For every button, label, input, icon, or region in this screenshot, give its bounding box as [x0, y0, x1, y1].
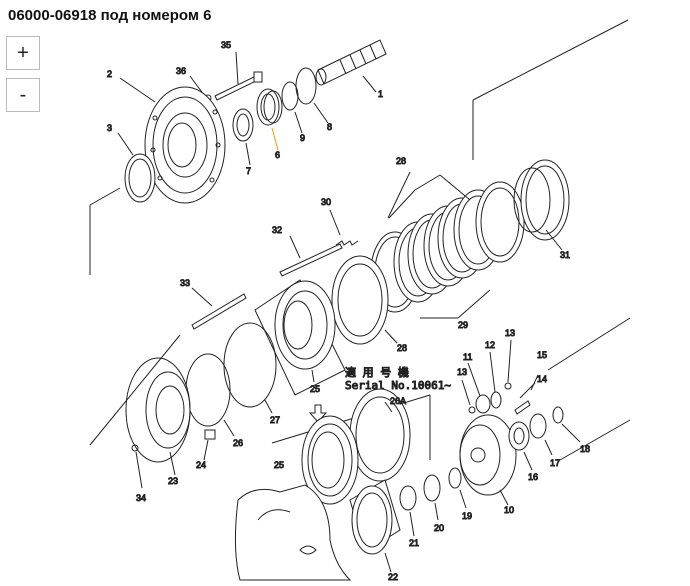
part-35-bolt[interactable] [214, 51, 263, 101]
label-8[interactable]: 8 [327, 122, 333, 133]
part-28-29-clutch-pack[interactable] [370, 171, 525, 319]
part-1-shaft[interactable] [315, 39, 387, 93]
zoom-in-button[interactable]: + [6, 36, 40, 70]
zoom-out-button[interactable]: - [6, 78, 40, 112]
part-13-washer-b[interactable] [504, 339, 512, 390]
label-25[interactable]: 25 [310, 384, 321, 395]
part-17-ring[interactable] [529, 413, 553, 456]
part-7-bearing[interactable] [232, 108, 254, 166]
label-28[interactable]: 28 [396, 156, 407, 167]
part-9-snap-ring[interactable] [281, 81, 303, 134]
part-number-labels: 1 2 3 6 7 8 9 10 11 12 13 13 14 15 16 17… [107, 40, 591, 583]
label-35[interactable]: 35 [221, 40, 232, 51]
part-15-pin[interactable] [530, 374, 539, 391]
part-25-piston[interactable] [254, 279, 346, 396]
serial-note-line2: Serial No.10061∼ [345, 379, 451, 392]
part-32-pin[interactable] [279, 235, 343, 277]
label-27[interactable]: 27 [270, 415, 281, 426]
part-25-lower-piston[interactable] [301, 415, 359, 505]
part-6-bearing[interactable] [256, 88, 283, 151]
label-16[interactable]: 16 [528, 472, 539, 483]
label-17[interactable]: 17 [550, 458, 561, 469]
part-19-ring[interactable] [448, 467, 467, 509]
part-13-washer[interactable] [461, 379, 476, 414]
label-6[interactable]: 6 [275, 150, 281, 161]
part-20-bearing[interactable] [423, 474, 441, 521]
part-28-plate[interactable] [331, 255, 398, 345]
label-9[interactable]: 9 [300, 133, 306, 144]
part-3-gasket[interactable] [117, 132, 156, 203]
part-12-shaft[interactable] [489, 351, 502, 409]
part-23-housing[interactable] [125, 357, 191, 476]
label-18[interactable]: 18 [580, 444, 591, 455]
part-30-spring[interactable] [329, 209, 359, 246]
label-13[interactable]: 13 [457, 367, 468, 378]
part-21-bearing[interactable] [399, 485, 417, 537]
label-2[interactable]: 2 [107, 69, 113, 80]
label-10[interactable]: 10 [504, 505, 515, 516]
page-title: 06000-06918 под номером 6 [8, 7, 212, 24]
label-32[interactable]: 32 [272, 225, 283, 236]
part-26A-plate[interactable] [349, 388, 411, 482]
label-12[interactable]: 12 [485, 340, 496, 351]
label-29[interactable]: 29 [458, 320, 469, 331]
label-20[interactable]: 20 [434, 523, 445, 534]
part-10-carrier[interactable] [459, 414, 517, 506]
label-23[interactable]: 23 [168, 476, 179, 487]
label-19[interactable]: 19 [462, 511, 473, 522]
part-22-drum[interactable] [349, 479, 401, 573]
part-34-bolt[interactable] [131, 444, 143, 489]
label-11[interactable]: 11 [463, 352, 473, 363]
label-25b[interactable]: 25 [274, 460, 285, 471]
label-26[interactable]: 26 [233, 438, 244, 449]
label-33[interactable]: 33 [180, 278, 191, 289]
label-30[interactable]: 30 [321, 197, 332, 208]
part-24-plug[interactable] [203, 429, 216, 461]
part-11-gear[interactable] [467, 362, 491, 414]
label-26A[interactable]: 26A [390, 396, 407, 407]
part-18-ring[interactable] [552, 406, 581, 443]
part-2-cover[interactable] [119, 77, 226, 204]
label-7[interactable]: 7 [246, 166, 252, 177]
part-8-snap-ring[interactable] [295, 67, 329, 124]
label-22[interactable]: 22 [388, 572, 399, 583]
label-36[interactable]: 36 [176, 66, 187, 77]
part-33-pin[interactable] [191, 287, 247, 330]
serial-note-line1: 適 用 号 機 [345, 365, 409, 379]
part-14-pin[interactable] [514, 382, 536, 415]
label-28b[interactable]: 28 [397, 343, 408, 354]
label-24[interactable]: 24 [196, 460, 207, 471]
label-13b[interactable]: 13 [505, 328, 516, 339]
part-31-gear[interactable] [513, 159, 570, 251]
label-34[interactable]: 34 [136, 493, 147, 504]
part-16-bearing[interactable] [508, 421, 533, 471]
label-15[interactable]: 15 [537, 350, 548, 361]
label-21[interactable]: 21 [409, 538, 420, 549]
label-1[interactable]: 1 [378, 89, 384, 100]
label-3[interactable]: 3 [107, 123, 113, 134]
part-26-ring[interactable] [185, 353, 235, 437]
part-27-ring[interactable] [223, 322, 277, 414]
label-14[interactable]: 14 [537, 374, 548, 385]
label-31[interactable]: 31 [560, 250, 571, 261]
